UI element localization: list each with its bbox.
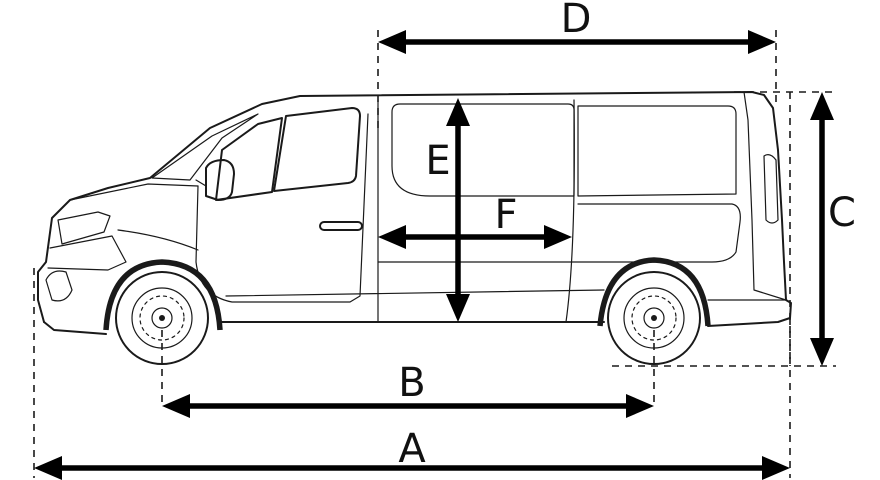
dimension-f: F xyxy=(378,192,572,249)
extension-lines xyxy=(33,30,836,478)
rear-wheel xyxy=(607,271,701,365)
dimension-c: C xyxy=(810,92,856,366)
dimension-a: A xyxy=(34,426,790,480)
rear-wheel-arch xyxy=(597,257,711,327)
sliding-door-window xyxy=(391,103,575,197)
fog-light xyxy=(45,270,73,302)
label-f: F xyxy=(494,192,517,238)
side-body-crease xyxy=(377,203,741,263)
front-wheel xyxy=(115,271,209,365)
panel-divider xyxy=(565,99,575,323)
door-handle xyxy=(319,221,363,231)
lower-body-line xyxy=(225,289,605,297)
dimension-b: B xyxy=(162,360,654,418)
mirror-mount xyxy=(195,179,207,187)
dimension-e: E xyxy=(425,98,470,322)
grille xyxy=(47,235,127,271)
label-d: D xyxy=(561,0,592,42)
rear-light xyxy=(763,154,779,224)
side-mirror xyxy=(205,159,235,201)
rear-door-edge xyxy=(743,91,787,301)
label-e: E xyxy=(425,138,450,184)
label-b: B xyxy=(398,360,425,406)
rear-quarter-window xyxy=(577,105,737,197)
front-door-window-rear xyxy=(273,107,361,192)
front-door-window xyxy=(215,117,283,201)
label-a: A xyxy=(398,426,426,472)
dimension-d: D xyxy=(378,0,776,54)
hood-line xyxy=(69,183,199,201)
label-c: C xyxy=(828,190,856,236)
van-front-bumper xyxy=(43,321,107,335)
front-wheel-arch xyxy=(103,259,223,331)
van-body-outline xyxy=(37,91,792,327)
van-illustration xyxy=(37,91,792,365)
windscreen xyxy=(151,113,259,181)
headlight xyxy=(57,211,111,245)
front-body-crease xyxy=(117,229,199,251)
